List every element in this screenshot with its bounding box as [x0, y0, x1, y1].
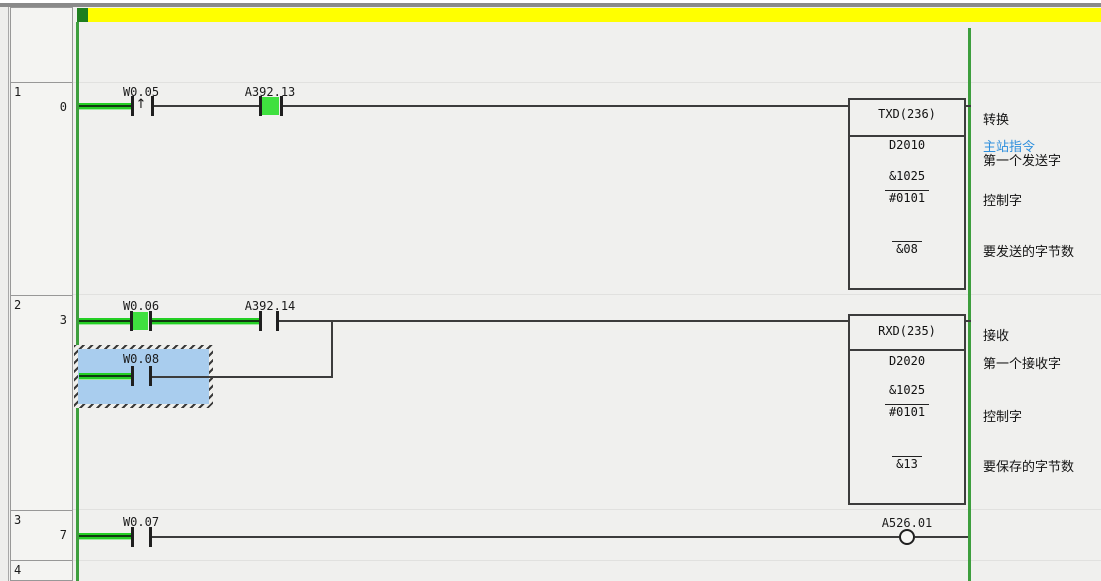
rung-margin-cell-0[interactable] — [10, 7, 73, 83]
operand-byte-count[interactable]: &08 — [850, 241, 964, 256]
contact-bar-icon — [259, 96, 262, 116]
operand-monitor-value: &1025 — [888, 169, 926, 183]
rung-marker-block — [77, 8, 88, 22]
rung-number: 4 — [14, 563, 22, 577]
up-arrow-icon: ↑ — [135, 97, 147, 112]
io-comment: 第一个发送字 — [983, 154, 1062, 169]
contact-bar-icon — [259, 311, 262, 331]
operand-control-word[interactable]: #0101 — [850, 190, 964, 205]
contact-label: A392.14 — [244, 299, 296, 313]
wire — [966, 320, 971, 322]
wire — [966, 105, 971, 107]
power-flow-wire — [152, 318, 259, 325]
step-number: 7 — [59, 528, 67, 542]
operand-source-word[interactable]: D2010 — [888, 138, 926, 152]
wire — [279, 320, 848, 322]
io-comment: 第一个接收字 — [983, 357, 1062, 372]
txd-instruction-block[interactable] — [848, 98, 966, 290]
operand-monitor-value: &1025 — [888, 383, 926, 397]
no-contact[interactable] — [131, 527, 152, 547]
contact-bar-icon — [131, 527, 134, 547]
rung-separator — [73, 82, 1101, 83]
contact-label: W0.05 — [122, 85, 160, 99]
instruction-title: RXD(235) — [878, 324, 936, 338]
io-comment: 控制字 — [983, 410, 1023, 425]
step-number: 3 — [59, 313, 67, 327]
power-flow-wire — [79, 373, 131, 380]
right-bus-bar — [968, 28, 971, 581]
operand-control-word[interactable]: #0101 — [850, 404, 964, 419]
contact-label: W0.07 — [122, 515, 160, 529]
no-contact-selected[interactable] — [131, 366, 152, 386]
rung-separator — [73, 560, 1101, 561]
contact-label: W0.08 — [122, 352, 160, 366]
contact-bar-icon — [149, 527, 152, 547]
window-top-border — [0, 3, 1101, 7]
contact-bar-icon — [130, 311, 133, 331]
io-comment: 接收 — [983, 329, 1010, 344]
power-flow-wire — [79, 533, 131, 540]
rung-number: 2 — [14, 298, 22, 312]
rising-edge-contact[interactable]: ↑ — [131, 96, 154, 116]
rung-margin-cell-4[interactable]: 4 — [10, 560, 73, 581]
left-bus-bar — [76, 22, 79, 581]
contact-bar-icon — [131, 366, 134, 386]
operand-dest-word[interactable]: D2020 — [888, 354, 926, 368]
step-number: 0 — [59, 100, 67, 114]
instruction-title: TXD(236) — [878, 107, 936, 121]
left-gutter — [0, 7, 9, 581]
branch-junction-wire — [331, 320, 333, 378]
operand-byte-count[interactable]: &13 — [850, 456, 964, 471]
contact-bar-icon — [131, 96, 134, 116]
contact-label: A392.13 — [244, 85, 296, 99]
instruction-title-separator — [848, 349, 966, 351]
wire — [915, 536, 968, 538]
rung-number: 1 — [14, 85, 22, 99]
contact-label: W0.06 — [122, 299, 160, 313]
no-contact-energized[interactable] — [259, 96, 283, 116]
rung-separator — [73, 509, 1101, 510]
wire — [152, 376, 333, 378]
no-contact[interactable] — [259, 311, 279, 331]
instruction-title-separator — [848, 135, 966, 137]
no-contact-energized[interactable] — [130, 311, 152, 331]
io-comment: 转换 — [983, 113, 1010, 128]
energized-fill — [262, 97, 279, 115]
contact-bar-icon — [151, 96, 154, 116]
contact-bar-icon — [149, 311, 152, 331]
contact-bar-icon — [280, 96, 283, 116]
wire — [152, 536, 899, 538]
io-comment-symbol: 主站指令 — [983, 140, 1036, 155]
power-flow-wire — [79, 103, 131, 110]
io-comment: 控制字 — [983, 194, 1023, 209]
wire — [154, 105, 260, 107]
energized-fill — [133, 312, 148, 330]
rxd-instruction-block[interactable] — [848, 314, 966, 505]
rung-number: 3 — [14, 513, 22, 527]
output-coil-icon[interactable] — [899, 529, 915, 545]
contact-bar-icon — [276, 311, 279, 331]
contact-bar-icon — [149, 366, 152, 386]
highlighted-rung-comment-bar[interactable] — [88, 8, 1101, 22]
rung-separator — [73, 294, 1101, 295]
io-comment: 要保存的字节数 — [983, 460, 1075, 475]
io-comment: 要发送的字节数 — [983, 245, 1075, 260]
coil-label: A526.01 — [881, 516, 933, 530]
wire — [283, 105, 848, 107]
power-flow-wire — [79, 318, 131, 325]
